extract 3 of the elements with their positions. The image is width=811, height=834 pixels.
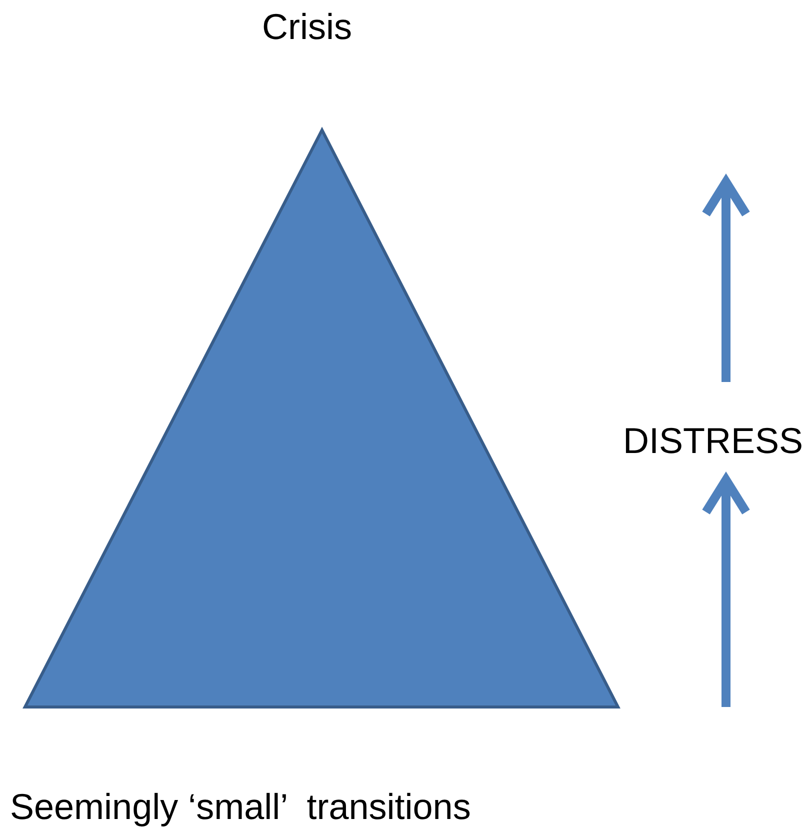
side-label: DISTRESS bbox=[623, 420, 804, 462]
base-label: Seemingly ‘small’ transitions bbox=[10, 786, 471, 828]
title-label: Crisis bbox=[262, 6, 352, 48]
